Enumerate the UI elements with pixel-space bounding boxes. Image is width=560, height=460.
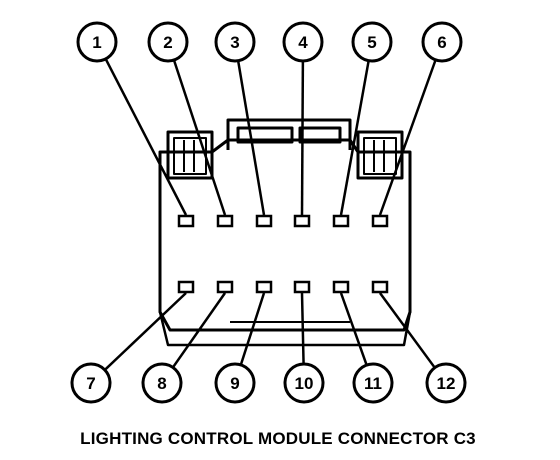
leader-line-2: [172, 59, 227, 216]
pin-number: 7: [86, 374, 95, 393]
pin-number: 6: [437, 33, 446, 52]
pin-sockets: [177, 214, 389, 294]
pin-label-6: 6: [421, 21, 463, 63]
pin-label-10: 10: [283, 362, 325, 404]
pin-number: 8: [157, 374, 166, 393]
socket-8: [216, 280, 234, 294]
diagram-caption: LIGHTING CONTROL MODULE CONNECTOR C3: [80, 429, 476, 448]
pin-number: 12: [437, 374, 456, 393]
pin-label-12: 12: [425, 362, 467, 404]
pin-number: 10: [295, 374, 314, 393]
socket-2: [216, 214, 234, 228]
leader-line-11: [339, 292, 368, 366]
pin-label-5: 5: [351, 21, 393, 63]
leader-line-12: [378, 292, 436, 369]
socket-3: [255, 214, 273, 228]
pin-label-4: 4: [282, 21, 324, 63]
leader-line-5: [339, 60, 370, 216]
socket-9: [255, 280, 273, 294]
pin-number: 5: [367, 33, 376, 52]
socket-1: [177, 214, 195, 228]
leader-line-3: [236, 60, 266, 216]
leader-line-7: [103, 292, 187, 371]
connector-housing: [158, 118, 412, 347]
pin-label-1: 1: [76, 21, 118, 63]
pin-number: 1: [92, 33, 101, 52]
pin-number: 4: [298, 33, 308, 52]
bottom-pin-labels: 7 8 9 10 11 12: [70, 362, 467, 404]
leader-line-9: [239, 292, 266, 366]
top-pin-labels: 1 2 3 4 5 6: [76, 21, 463, 63]
socket-7: [177, 280, 195, 294]
pin-number: 2: [163, 33, 172, 52]
pin-label-11: 11: [352, 362, 394, 404]
pin-label-2: 2: [147, 21, 189, 63]
pin-label-9: 9: [214, 362, 256, 404]
leader-line-4: [300, 60, 305, 216]
leader-line-10: [300, 292, 305, 365]
socket-10: [293, 280, 311, 294]
socket-6: [371, 214, 389, 228]
leader-line-8: [171, 292, 227, 369]
pin-label-7: 7: [70, 362, 112, 404]
pin-number: 9: [230, 374, 239, 393]
pin-number: 3: [230, 33, 239, 52]
pin-label-8: 8: [141, 362, 183, 404]
pin-label-3: 3: [214, 21, 256, 63]
pin-number: 11: [364, 374, 382, 393]
leader-lines: [103, 58, 437, 371]
socket-4: [293, 214, 311, 228]
socket-11: [332, 280, 350, 294]
socket-5: [332, 214, 350, 228]
leader-line-6: [378, 59, 437, 216]
leader-line-1: [104, 58, 188, 216]
socket-12: [371, 280, 389, 294]
